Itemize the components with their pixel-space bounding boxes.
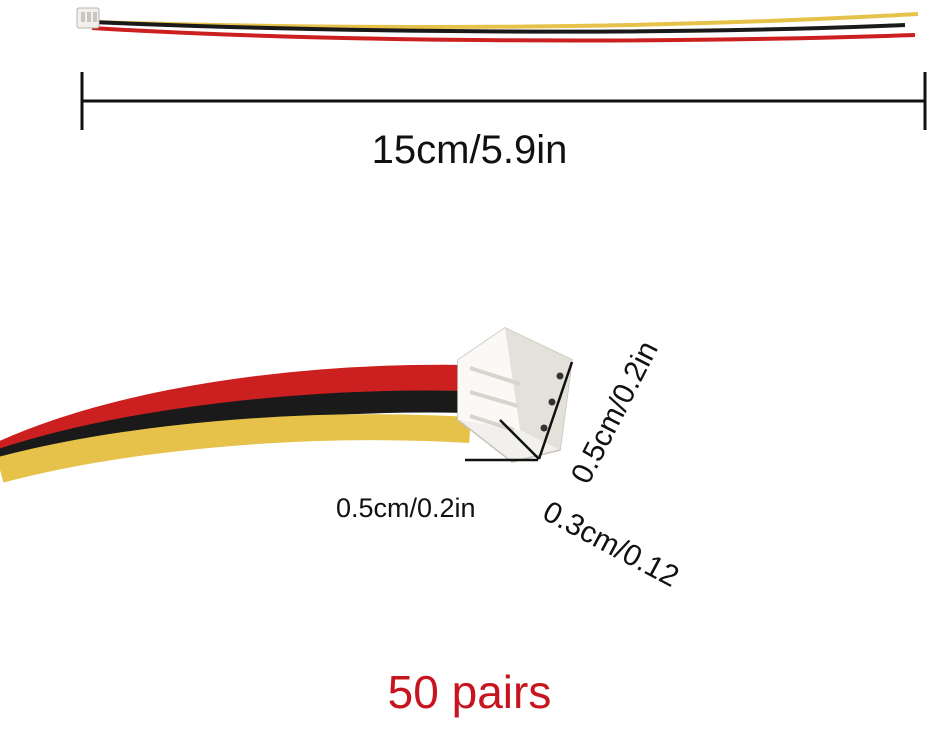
- length-dimension-line: [80, 72, 927, 130]
- jst-3pin-connector-icon: [0, 327, 574, 483]
- jst-3pin-cable-icon: [76, 7, 919, 43]
- length-label: 15cm/5.9in: [371, 128, 568, 172]
- connector-width-label: 0.5cm/0.2in: [336, 493, 476, 523]
- quantity-label: 50 pairs: [387, 666, 552, 718]
